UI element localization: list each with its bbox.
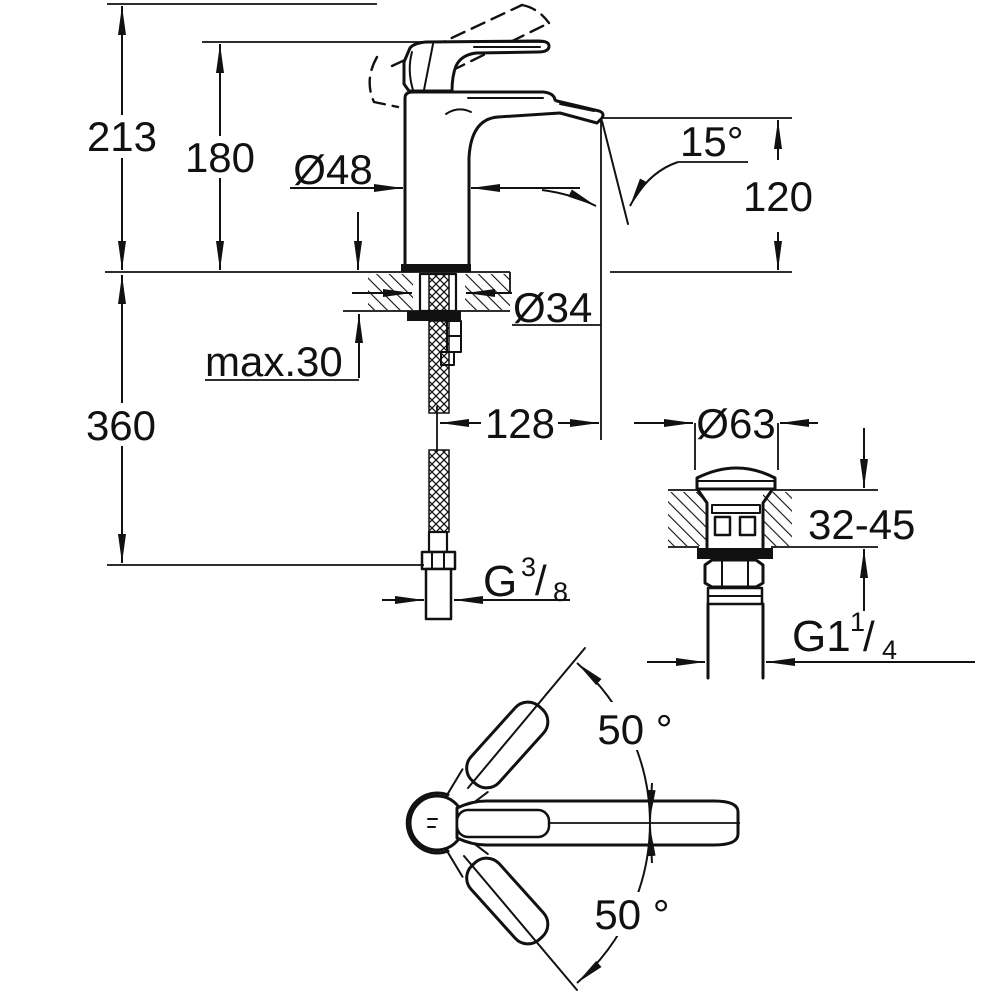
dim-128-label: 128 (485, 400, 555, 447)
spout-outer-arc (405, 791, 450, 855)
dim-g38-main: G (483, 557, 517, 606)
front-view: 213 180 Ø48 15° 120 (86, 3, 813, 621)
dim-15deg-label: 15° (680, 118, 744, 165)
flex-hose-upper (428, 320, 450, 414)
hose-thread-end (424, 567, 453, 621)
basin-hatch-left (668, 492, 707, 546)
dim-g114-slash: / (863, 613, 875, 660)
label-mask-upper (594, 702, 682, 750)
flex-hose-lower (428, 449, 450, 533)
dim-32-45-label: 32-45 (808, 501, 915, 548)
dimension-dia34: Ø34 (352, 272, 601, 331)
drain-cap (695, 466, 777, 491)
dim-360-label: 360 (86, 402, 156, 449)
water-stream-line (601, 120, 629, 225)
dimension-50deg: 50 ° 50 ° (463, 647, 682, 991)
dim-g114-sup: 1 (850, 607, 865, 637)
handle-position-upper (445, 700, 550, 813)
dim-120-label: 120 (743, 173, 813, 220)
handle-position-center (455, 799, 740, 847)
dimension-dia63: Ø63 (634, 400, 818, 470)
dimension-213: 213 (87, 3, 377, 270)
dimension-120: 120 (603, 117, 813, 270)
aerator-line (559, 103, 595, 112)
basin-hatch-right (763, 492, 792, 546)
spout-inner-curve (445, 108, 472, 115)
faucet-body (401, 90, 605, 272)
dimension-180: 180 (185, 41, 548, 270)
dim-213-label: 213 (87, 113, 157, 160)
dim-g38-sub: 8 (553, 577, 568, 607)
dim-dia34-label: Ø34 (513, 284, 592, 331)
dimension-15deg: 15° (541, 118, 748, 207)
dimension-dia48: Ø48 (290, 146, 580, 193)
drain-flange (697, 548, 773, 559)
drain-tailpipe (706, 602, 765, 680)
angle-line-lower (463, 855, 578, 991)
dim-g38-sup: 3 (521, 552, 536, 582)
hose-nut (420, 550, 457, 571)
drain-locknut (703, 558, 765, 589)
dimension-360: 360 (86, 275, 424, 566)
shank-and-hoses (407, 272, 462, 621)
dimension-max30: max.30 (205, 212, 363, 385)
dimension-128: 128 (440, 400, 599, 447)
dim-50deg-lower-label: 50 ° (594, 891, 669, 938)
dim-max30-label: max.30 (205, 338, 343, 385)
drain-detail-view: Ø63 32-45 G1 1 / 4 (634, 400, 975, 680)
popup-drain (695, 466, 777, 680)
base-plate (401, 264, 471, 272)
dim-50deg-upper-label: 50 ° (597, 706, 672, 753)
angle-line-upper (467, 647, 586, 789)
dimension-g38: G 3 / 8 (382, 552, 570, 607)
faucet-handle (368, 3, 551, 109)
top-view: 50 ° 50 ° (405, 647, 740, 991)
logo-mark (427, 818, 438, 828)
dim-g114-main: G1 (792, 612, 851, 661)
dim-dia48-label: Ø48 (293, 146, 372, 193)
mounting-washer (407, 311, 461, 321)
dimension-32-45: 32-45 (808, 428, 915, 611)
label-mask-lower (592, 892, 680, 936)
dim-180-label: 180 (185, 134, 255, 181)
dimension-g114: G1 1 / 4 (647, 607, 975, 666)
dim-g114-sub: 4 (882, 635, 897, 665)
handle-lever (402, 39, 551, 93)
handle-position-lower (445, 833, 550, 946)
dim-g38-slash: / (535, 557, 547, 604)
dim-dia63-label: Ø63 (696, 400, 775, 447)
